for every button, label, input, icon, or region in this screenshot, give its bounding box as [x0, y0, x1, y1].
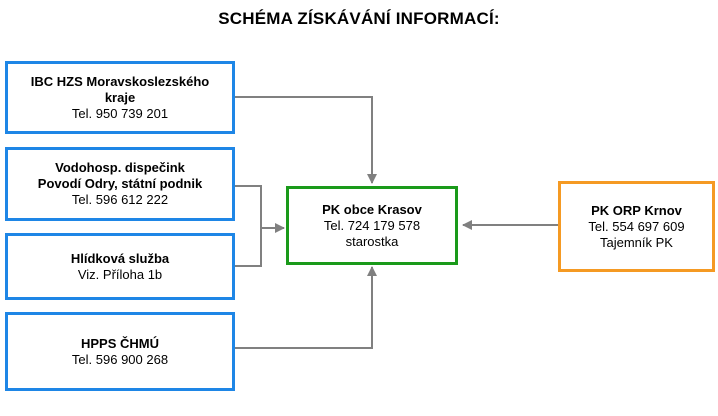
source-name-line: Vodohosp. dispečink [55, 160, 185, 175]
source-name-line: IBC HZS Moravskoslezského [30, 73, 210, 89]
connector-hlidkova-to-merge [235, 228, 262, 267]
source-box-vodohosp-dispecink: Vodohosp. dispečink Povodí Odry, státní … [5, 147, 235, 221]
center-role: starostka [345, 233, 399, 249]
right-name: PK ORP Krnov [591, 202, 682, 218]
center-name: PK obce Krasov [322, 201, 422, 217]
right-phone: Tel. 554 697 609 [588, 218, 685, 234]
source-name-line: HPPS ČHMÚ [80, 335, 159, 351]
source-phone: Tel. 596 612 222 [71, 192, 169, 207]
center-phone: Tel. 724 179 578 [323, 217, 421, 233]
center-box-pk-obce: PK obce Krasov Tel. 724 179 578 starostk… [286, 186, 458, 265]
connector-ibc-to-center [235, 96, 377, 184]
source-name-line: Povodí Odry, státní podnik [37, 176, 203, 191]
source-name-line: Hlídková služba [70, 250, 170, 266]
source-name-line: kraje [104, 89, 136, 105]
right-role: Tajemník PK [600, 234, 673, 250]
source-reference: Viz. Příloha 1b [77, 266, 163, 282]
right-box-pk-orp: PK ORP Krnov Tel. 554 697 609 Tajemník P… [558, 181, 715, 272]
connector-vodohosp-to-merge [235, 185, 262, 228]
source-box-ibc-hzs: IBC HZS Moravskoslezského kraje Tel. 950… [5, 61, 235, 134]
source-phone: Tel. 950 739 201 [71, 105, 169, 121]
source-box-hlidkova-sluzba: Hlídková služba Viz. Příloha 1b [5, 233, 235, 300]
connector-hpps-to-center [235, 266, 377, 349]
diagram-title: SCHÉMA ZÍSKÁVÁNÍ INFORMACÍ: [218, 9, 500, 28]
source-box-hpps-chmu: HPPS ČHMÚ Tel. 596 900 268 [5, 312, 235, 391]
source-phone: Tel. 596 900 268 [71, 351, 169, 367]
